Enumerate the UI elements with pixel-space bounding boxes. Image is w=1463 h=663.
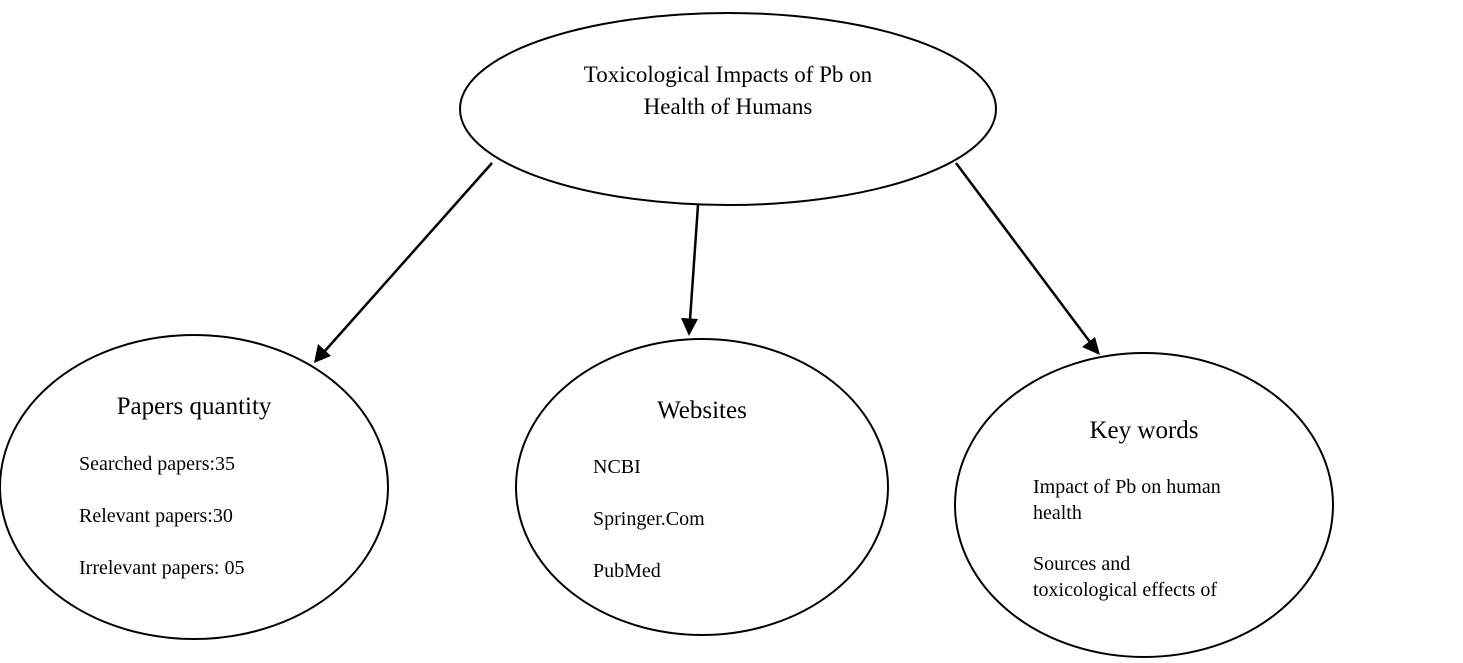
relevant-papers-item: Relevant papers:30 [79,505,233,527]
arrow-to-websites [681,204,700,336]
website-pubmed-item: PubMed [593,560,661,582]
root-title-line-2: Health of Humans [643,94,813,119]
root-ellipse [459,12,997,206]
keyword-line-4: toxicological effects of [1033,579,1218,601]
key-words-ellipse [954,352,1334,658]
website-springer-item: Springer.Com [593,508,705,530]
website-ncbi-item: NCBI [593,456,641,478]
irrelevant-papers-item: Irrelevant papers: 05 [79,557,245,579]
root-title-line-1: Toxicological Impacts of Pb on [583,62,873,87]
websites-ellipse [515,338,889,636]
searched-papers-item: Searched papers:35 [79,453,236,475]
papers-quantity-ellipse [0,334,389,640]
arrow-to-papers-quantity [314,162,493,363]
keyword-line-2: health [1033,502,1082,524]
websites-heading: Websites [657,397,747,424]
keyword-line-1: Impact of Pb on human [1033,476,1221,498]
keyword-line-3: Sources and [1033,553,1131,575]
arrow-to-key-words [954,162,1100,355]
key-words-heading: Key words [1089,417,1199,444]
papers-quantity-heading: Papers quantity [116,393,272,420]
